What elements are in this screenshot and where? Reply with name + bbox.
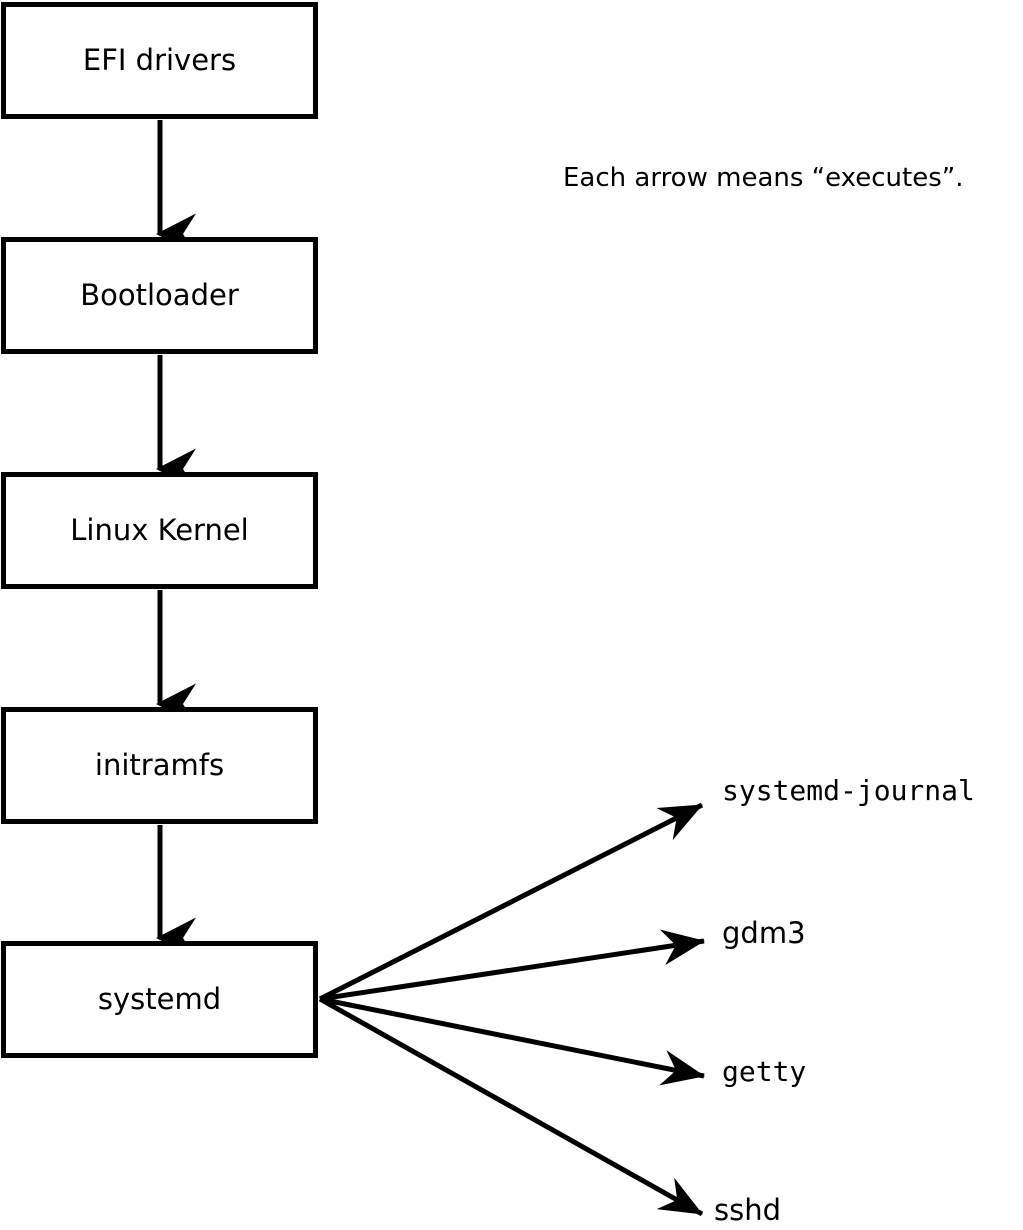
service-label-getty: getty [722,1055,807,1088]
node-label-initramfs: initramfs [94,748,225,782]
arrow-systemd-to-getty [319,996,705,1086]
arrow-systemd-to-systemd-journal [318,802,704,1002]
service-label-sshd: sshd [714,1193,782,1227]
node-box-linux-kernel[interactable]: Linux Kernel [1,472,318,589]
service-label-systemd-journal: systemd-journal [722,774,975,807]
legend-caption: Each arrow means “executes”. [563,163,964,193]
node-box-bootloader[interactable]: Bootloader [1,237,318,354]
node-label-linux-kernel: Linux Kernel [70,513,249,547]
node-label-efi-drivers: EFI drivers [82,43,237,77]
node-label-systemd: systemd [97,982,222,1016]
arrow-systemd-to-gdm3 [319,929,705,1002]
arrow-systemd-to-sshd [318,996,704,1217]
service-label-gdm3: gdm3 [722,916,806,950]
node-box-systemd[interactable]: systemd [1,941,318,1058]
node-box-initramfs[interactable]: initramfs [1,707,318,824]
node-label-bootloader: Bootloader [80,278,239,312]
fan-arrow-group [318,802,705,1217]
node-box-efi-drivers[interactable]: EFI drivers [1,2,318,119]
